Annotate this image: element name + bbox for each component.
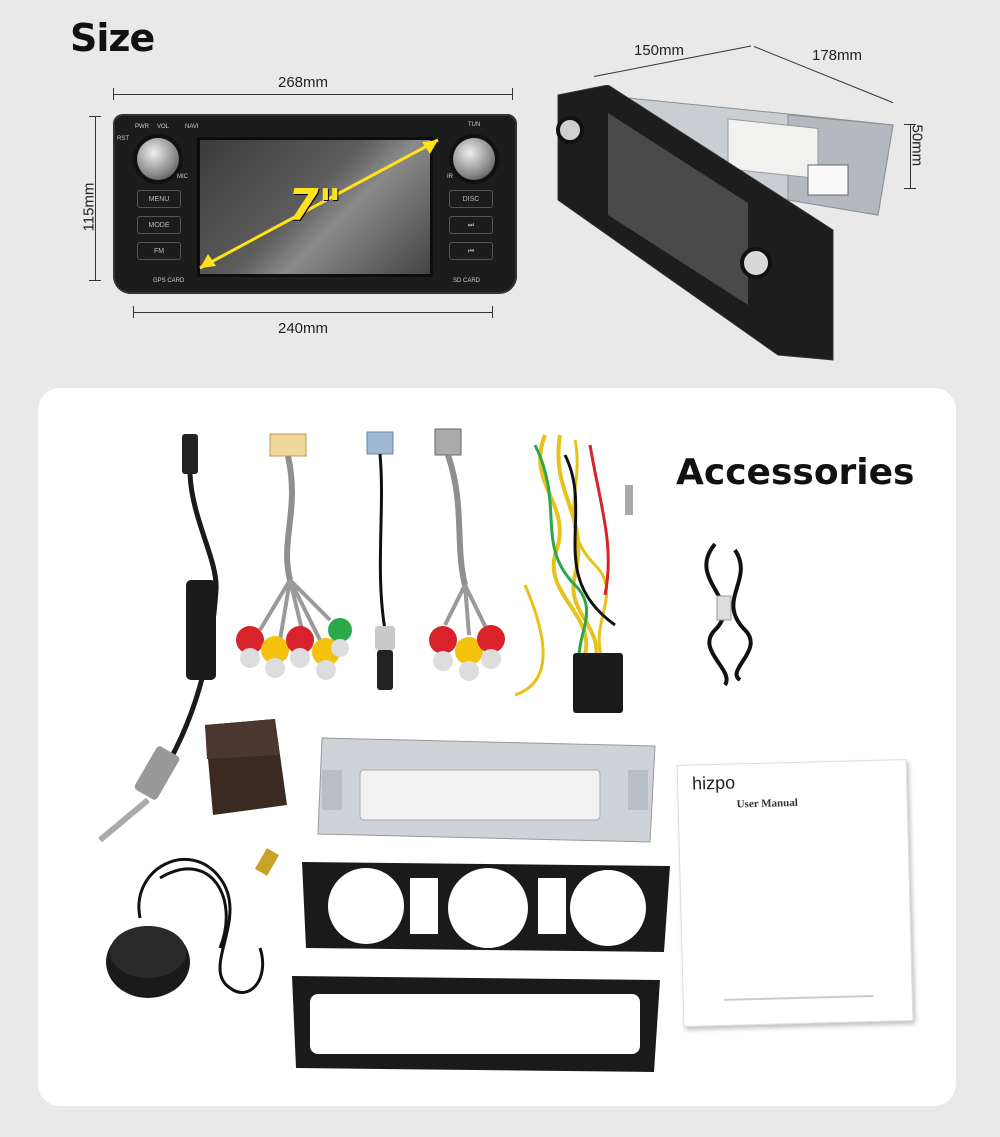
dim-tick [89, 280, 101, 281]
head-unit-front: RST PWR VOL NAVI TUN MIC IR MENU MODE FM… [113, 114, 517, 294]
mode-button: MODE [137, 216, 181, 234]
dim-line-50 [910, 124, 911, 188]
microphone-cable [366, 431, 395, 690]
fm-button: FM [137, 242, 181, 260]
vol-label: VOL [157, 124, 170, 130]
next-button: ⏭ [449, 216, 493, 234]
mounting-bracket [317, 737, 656, 843]
dim-side-height: 50mm [908, 124, 926, 167]
sd-card-label: SD CARD [453, 278, 481, 284]
dim-tick [904, 188, 916, 189]
canbus-decoder-box [205, 719, 287, 815]
diagonal-arrow [199, 138, 439, 270]
ir-label: IR [447, 174, 453, 180]
dim-width-bottom: 240mm [278, 320, 329, 337]
screen-size-label: 7" [288, 180, 342, 231]
dim-height: 115mm [80, 182, 98, 232]
volume-knob [137, 138, 179, 180]
dim-line-115 [95, 116, 96, 280]
radio-trim-bezel [292, 976, 660, 1072]
manual-footer-line [723, 994, 874, 1001]
dim-tick [492, 306, 493, 318]
manual-title: User Manual [736, 796, 799, 811]
dim-line-268 [113, 94, 513, 95]
gps-card-label: GPS CARD [153, 278, 185, 284]
dim-side-depth: 178mm [812, 47, 863, 64]
navi-label: NAVI [185, 124, 199, 130]
dim-depth: 150mm [634, 42, 685, 59]
tun-label: TUN [468, 122, 481, 128]
dim-tick [512, 88, 513, 100]
gps-antenna [106, 848, 280, 998]
power-wiring-harness [514, 434, 633, 713]
climate-control-bezel [302, 862, 670, 952]
mic-label: MIC [177, 174, 188, 180]
disc-button: DISC [449, 190, 493, 208]
radio-antenna-adapter [98, 434, 219, 843]
dim-width-top: 268mm [278, 74, 329, 91]
usb-cable [704, 542, 753, 687]
tune-knob [453, 138, 495, 180]
rst-label: RST [117, 136, 129, 142]
menu-button: MENU [137, 190, 181, 208]
user-manual: hizpo User Manual [676, 759, 914, 1027]
rca-video-harness [429, 428, 505, 681]
manual-brand: hizpo [691, 772, 736, 794]
head-unit-side [556, 85, 894, 361]
accessories-heading: Accessories [676, 452, 915, 493]
pwr-label: PWR [135, 124, 149, 130]
prev-button: ⏮ [449, 242, 493, 260]
rca-audio-harness [236, 433, 352, 680]
size-heading: Size [70, 16, 155, 60]
dim-line-240 [133, 312, 493, 313]
